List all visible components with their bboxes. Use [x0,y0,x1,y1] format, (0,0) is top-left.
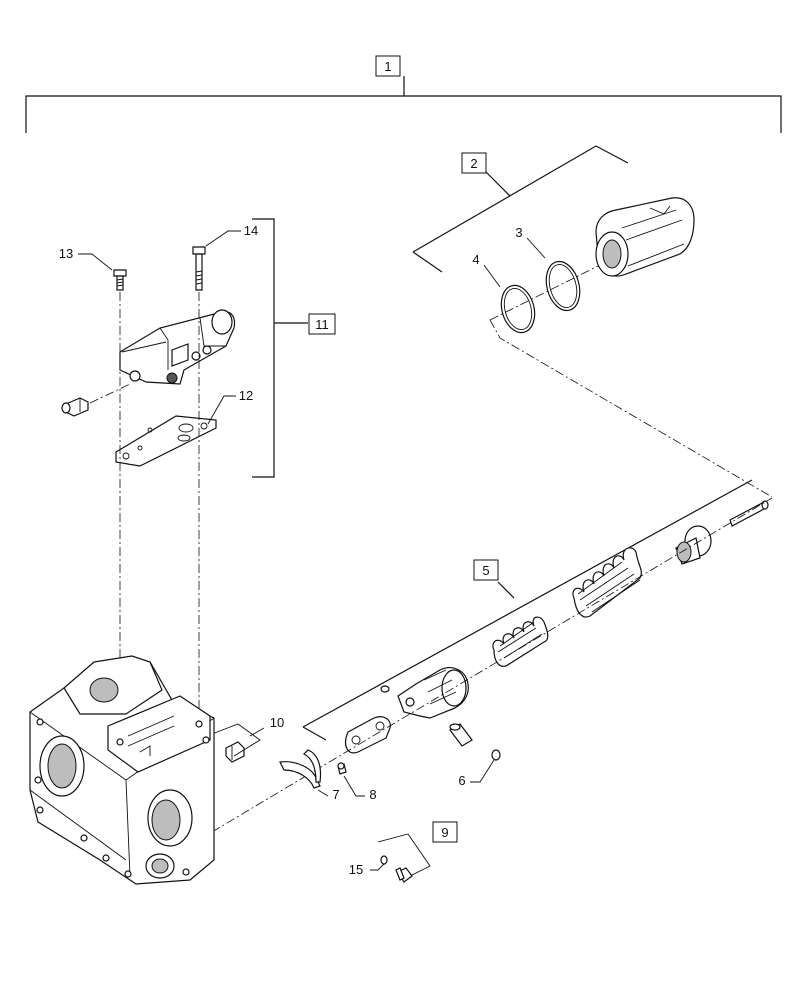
piston-bracket [412,145,629,273]
pin-icon [449,723,473,747]
callout-1-label: 1 [384,59,391,74]
callout-5: 5 [473,559,499,581]
axis-line-piston [489,265,599,321]
callout-5-label: 5 [482,563,489,578]
callout-6-label: 6 [458,773,465,788]
callout-12: 12 [207,388,253,425]
spring-seat-icon [675,525,712,565]
bolt-icon [113,269,127,291]
piston-icon [595,197,695,277]
callout-6: 6 [458,759,495,788]
callout-15-label: 15 [349,862,363,877]
callout-15: 15 [349,862,385,877]
housing-icon [29,655,215,885]
callout-3-label: 3 [515,225,522,240]
pin-icon [729,500,769,527]
callout-13-label: 13 [59,246,73,261]
callout-12-label: 12 [239,388,253,403]
axis-line-piston-return [489,319,773,498]
snap-ring-icon [380,685,390,693]
callout-14-label: 14 [244,223,258,238]
o-ring-icon [500,284,536,334]
callout-1: 1 [375,55,401,77]
callout-10-label: 10 [270,715,284,730]
valve-body-icon [119,309,236,385]
callout-13: 13 [59,246,113,271]
plug-bracket [377,833,431,881]
screw-icon [337,762,347,775]
callout-8-label: 8 [369,787,376,802]
callout-9-label: 9 [441,825,448,840]
callout-9: 9 [432,821,458,843]
spring-icon [492,616,549,667]
clip-icon [491,749,501,761]
callout-4-label: 4 [472,252,479,267]
callout-8: 8 [343,775,377,802]
axis-line-fitting [89,383,131,404]
fitting-icon [61,397,89,417]
callout-11-label: 11 [315,317,329,332]
callout-2: 2 [461,152,487,174]
o-ring-icon [545,260,581,312]
link-plate-icon [345,716,391,754]
assembly-bracket [25,76,782,133]
spring-icon [572,547,642,618]
bolt-icon [192,246,206,291]
callout-7: 7 [317,787,340,802]
spring-bracket [302,479,753,741]
fork-clip-icon [279,749,322,789]
callout-14: 14 [205,223,258,247]
seal-icon [380,855,388,865]
callout-4: 4 [472,252,501,288]
valve-bracket [252,218,308,478]
callout-11: 11 [308,313,336,335]
callout-7-label: 7 [332,787,339,802]
plunger-icon [397,667,469,719]
callout-10: 10 [249,715,284,737]
fitting-icon [225,741,245,763]
plug-icon [395,867,413,883]
callout-10-bracket [211,723,261,757]
gasket-icon [115,415,217,467]
callout-3: 3 [515,225,546,259]
callout-2-label: 2 [470,156,477,171]
